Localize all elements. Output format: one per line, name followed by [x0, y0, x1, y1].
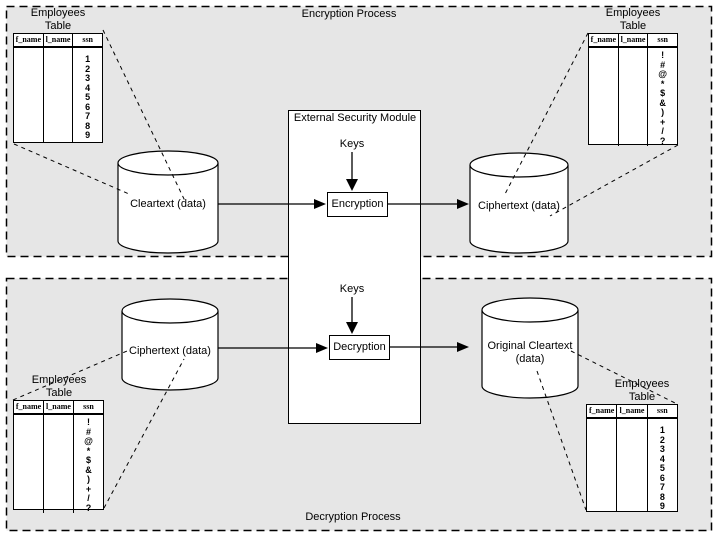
column-header-ssn: ssn	[657, 35, 669, 44]
employees-table-bottom-right: f_name l_name ssn 1 2 3 4 5 6 7 8 9	[586, 404, 678, 512]
cleartext-cylinder-shape	[117, 150, 219, 254]
lname-column	[617, 419, 648, 512]
ssn-column-cleartext: 1 2 3 4 5 6 7 8 9	[659, 425, 665, 511]
column-header-lname: l_name	[619, 34, 649, 46]
decryption-process-title: Decryption Process	[305, 511, 401, 523]
column-header-fname: f_name	[14, 34, 44, 46]
lname-column	[44, 48, 74, 142]
lname-column	[44, 415, 74, 513]
ciphertext-bottom-cylinder-label: Ciphertext (data)	[129, 345, 211, 357]
employees-table-top-left: f_name l_name ssn 1 2 3 4 5 6 7 8 9	[13, 33, 103, 143]
column-header-fname: f_name	[587, 405, 618, 417]
encryption-box-shape	[327, 192, 388, 217]
table-body: 1 2 3 4 5 6 7 8 9	[14, 48, 102, 142]
keys-label-top: Keys	[339, 138, 365, 150]
callout-connector-lines	[12, 29, 679, 511]
column-header-ssn: ssn	[83, 402, 94, 411]
employees-table-top-right: f_name l_name ssn ! # @ * $ & ) + / ?	[588, 33, 678, 146]
fname-column	[14, 48, 44, 142]
encryption-box-label: Encryption	[331, 198, 384, 210]
column-header-ssn: ssn	[656, 406, 668, 415]
original-cleartext-cylinder-shape	[481, 297, 579, 399]
external-security-module-title: External Security Module	[293, 112, 417, 124]
cleartext-cylinder-label: Cleartext (data)	[130, 198, 206, 210]
decryption-box-label: Decryption	[333, 341, 386, 353]
lname-column	[619, 48, 649, 146]
ssn-column-ciphertext: ! # @ * $ & ) + / ?	[658, 50, 668, 146]
fname-column	[14, 415, 44, 513]
table-header-row: f_name l_name ssn	[587, 405, 677, 419]
employees-table-bottom-left: f_name l_name ssn ! # @ * $ & ) + / ?	[13, 400, 104, 513]
column-header-ssn: ssn	[82, 35, 94, 44]
employees-table-title-top-right: Employees Table	[605, 7, 661, 32]
table-body: ! # @ * $ & ) + / ?	[14, 415, 103, 513]
fname-column	[587, 419, 618, 512]
table-body: 1 2 3 4 5 6 7 8 9	[587, 419, 677, 512]
keys-label-bottom: Keys	[339, 283, 365, 295]
flow-arrows	[218, 152, 469, 353]
column-header-fname: f_name	[14, 401, 44, 413]
column-header-lname: l_name	[617, 405, 648, 417]
ciphertext-top-cylinder-shape	[469, 152, 569, 254]
fname-column	[589, 48, 619, 146]
ciphertext-bottom-cylinder-shape	[121, 298, 219, 391]
encryption-process-title: Encryption Process	[301, 8, 397, 20]
column-header-lname: l_name	[44, 34, 74, 46]
table-body: ! # @ * $ & ) + / ?	[589, 48, 677, 146]
table-header-row: f_name l_name ssn	[14, 401, 103, 415]
ssn-column-ciphertext: ! # @ * $ & ) + / ?	[84, 417, 93, 513]
employees-table-title-top-left: Employees Table	[30, 7, 86, 32]
ciphertext-top-cylinder-label: Ciphertext (data)	[478, 200, 560, 212]
table-header-row: f_name l_name ssn	[589, 34, 677, 48]
table-header-row: f_name l_name ssn	[14, 34, 102, 48]
external-security-module-box	[288, 110, 421, 424]
decryption-box-shape	[329, 335, 390, 360]
employees-table-title-bottom-left: Employees Table	[31, 374, 87, 399]
column-header-fname: f_name	[589, 34, 619, 46]
ssn-column-cleartext: 1 2 3 4 5 6 7 8 9	[85, 54, 91, 140]
column-header-lname: l_name	[44, 401, 74, 413]
original-cleartext-cylinder-label: Original Cleartext (data)	[487, 340, 573, 365]
employees-table-title-bottom-right: Employees Table	[614, 378, 670, 403]
